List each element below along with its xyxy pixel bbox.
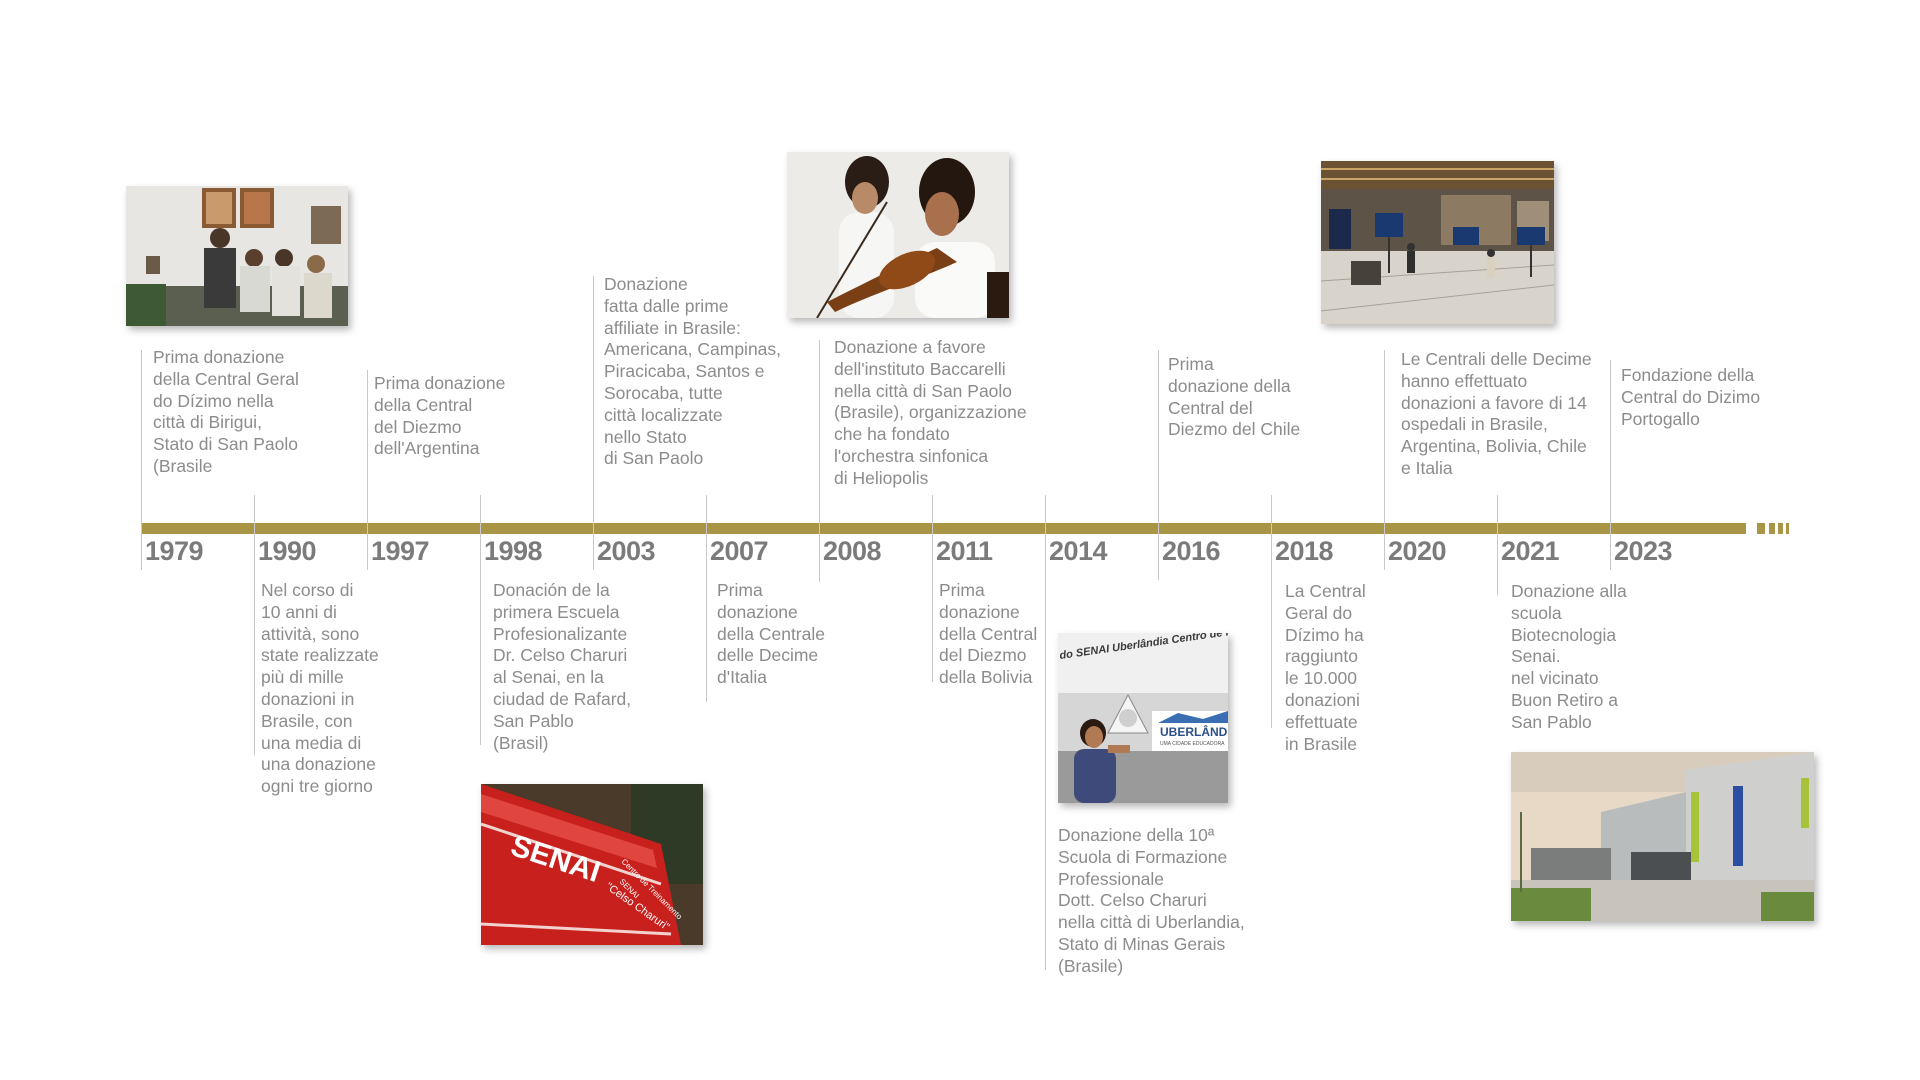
milestone-description: Donazione della 10ª Scuola di Formazione… <box>1058 825 1245 976</box>
milestone-description: Prima donazione della Central del Diezmo… <box>939 580 1038 688</box>
tick-2007 <box>706 495 707 702</box>
uberlandia-tag-text: UMA CIDADE EDUCADORA <box>1160 741 1225 747</box>
uberlandia-city-text: UBERLÂNDIA <box>1160 724 1228 739</box>
milestone-description: Le Centrali delle Decime hanno effettuat… <box>1401 349 1592 478</box>
tick-2014 <box>1045 495 1046 970</box>
year-label: 2023 <box>1614 536 1673 566</box>
tick-2020 <box>1384 350 1385 570</box>
year-label: 2021 <box>1501 536 1560 566</box>
hospital-lobby-photo <box>1321 161 1554 324</box>
tick-1990 <box>254 495 255 755</box>
school-building-photo <box>1511 752 1814 921</box>
uberlandia-school-photo: do SENAI Uberlândia Centro de Forma UBER… <box>1058 633 1228 803</box>
senai-sign-photo: SENAI Centro de Treinamento SENAI "Celso… <box>481 784 703 945</box>
milestone-description: Nel corso di 10 anni di attività, sono s… <box>261 580 379 797</box>
milestone-description: Fondazione della Central do Dizimo Porto… <box>1621 365 1761 429</box>
timeline-bar <box>141 523 1746 534</box>
year-label: 1979 <box>145 536 204 566</box>
year-label: 2020 <box>1388 536 1447 566</box>
tick-1979 <box>141 350 142 570</box>
year-label: 2016 <box>1162 536 1221 566</box>
tick-2018 <box>1271 495 1272 728</box>
year-label: 2011 <box>936 536 993 566</box>
tick-2011 <box>932 495 933 682</box>
milestone-description: Donazione alla scuola Biotecnologia Sena… <box>1511 581 1627 732</box>
year-label: 2007 <box>710 536 769 566</box>
year-label: 2014 <box>1049 536 1108 566</box>
year-label: 1990 <box>258 536 317 566</box>
milestone-description: Prima donazione della Central Geral do D… <box>153 347 299 476</box>
tick-2021 <box>1497 495 1498 595</box>
year-label: 1997 <box>371 536 430 566</box>
timeline-bar-dash <box>1786 523 1789 534</box>
tick-1997 <box>367 370 368 570</box>
milestone-description: Prima donazione della Central del Diezmo… <box>1168 354 1301 440</box>
milestone-description: Donación de la primera Escuela Profesion… <box>493 580 632 753</box>
milestone-description: Donazione fatta dalle prime affiliate in… <box>604 274 782 469</box>
timeline-bar-dash <box>1757 523 1765 534</box>
milestone-description: La Central Geral do Dízimo ha raggiunto … <box>1285 581 1366 754</box>
milestone-description: Donazione a favore dell'instituto Baccar… <box>834 337 1027 488</box>
year-label: 1998 <box>484 536 543 566</box>
milestone-description: Prima donazione della Central del Diezmo… <box>374 373 506 459</box>
birigui-family-photo <box>126 186 348 326</box>
violin-students-photo <box>787 152 1009 318</box>
year-label: 2003 <box>597 536 656 566</box>
tick-2008 <box>819 340 820 582</box>
year-label: 2018 <box>1275 536 1334 566</box>
milestone-description: Prima donazione della Centrale delle Dec… <box>717 580 825 688</box>
tick-2003 <box>593 276 594 570</box>
timeline-bar-dash <box>1778 523 1783 534</box>
tick-1998 <box>480 495 481 745</box>
year-label: 2008 <box>823 536 882 566</box>
tick-2016 <box>1158 350 1159 580</box>
timeline-bar-dash <box>1769 523 1775 534</box>
tick-2023 <box>1610 360 1611 570</box>
